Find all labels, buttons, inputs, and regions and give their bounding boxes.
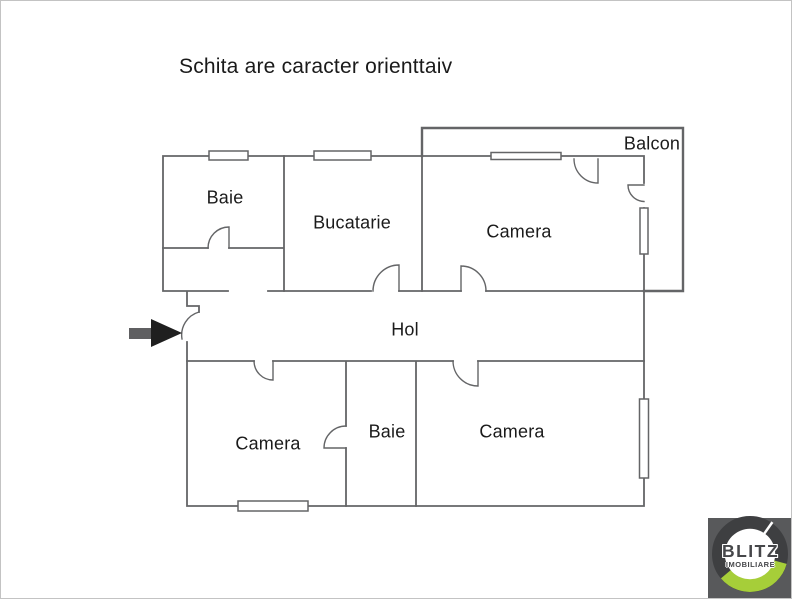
window-baie-top — [208, 150, 249, 161]
window-bucatarie — [313, 150, 372, 161]
entrance-arrow-icon — [129, 319, 182, 347]
disclaimer-title: Schita are caracter orienttaiv — [179, 55, 453, 78]
brand-logo: BLITZ IMOBILIARE — [708, 516, 791, 598]
window-right-upper — [639, 207, 649, 255]
room-label-camera-bottom-right: Camera — [479, 421, 545, 442]
interior-walls — [162, 155, 645, 507]
room-label-balcon: Balcon — [623, 133, 681, 154]
walls-group — [162, 126, 685, 507]
logo-ring-green-segment — [720, 560, 787, 592]
entrance-arrow-head — [151, 319, 182, 347]
logo-ring-notch — [762, 521, 774, 536]
window-camera-top — [490, 151, 562, 161]
logo-inner-disc — [724, 528, 776, 580]
logo-brand-text: BLITZ — [721, 541, 780, 561]
room-label-hol: Hol — [391, 319, 419, 340]
balcony-walls — [420, 126, 685, 293]
window-right-lower — [638, 398, 650, 479]
room-label-camera-bottom-left: Camera — [235, 433, 301, 454]
room-label-baie-bottom: Baie — [368, 421, 406, 442]
room-label-bucatarie: Bucatarie — [313, 212, 391, 233]
room-label-baie-top: Baie — [206, 187, 244, 208]
entrance-arrow-tail — [129, 328, 155, 339]
window-bottom — [237, 500, 309, 512]
windows-group — [208, 150, 650, 512]
door-arcs — [180, 158, 645, 449]
brand-logo-ring-icon — [712, 516, 788, 592]
logo-subtitle-text: IMOBILIARE — [725, 560, 776, 569]
room-label-camera-top: Camera — [486, 221, 552, 242]
